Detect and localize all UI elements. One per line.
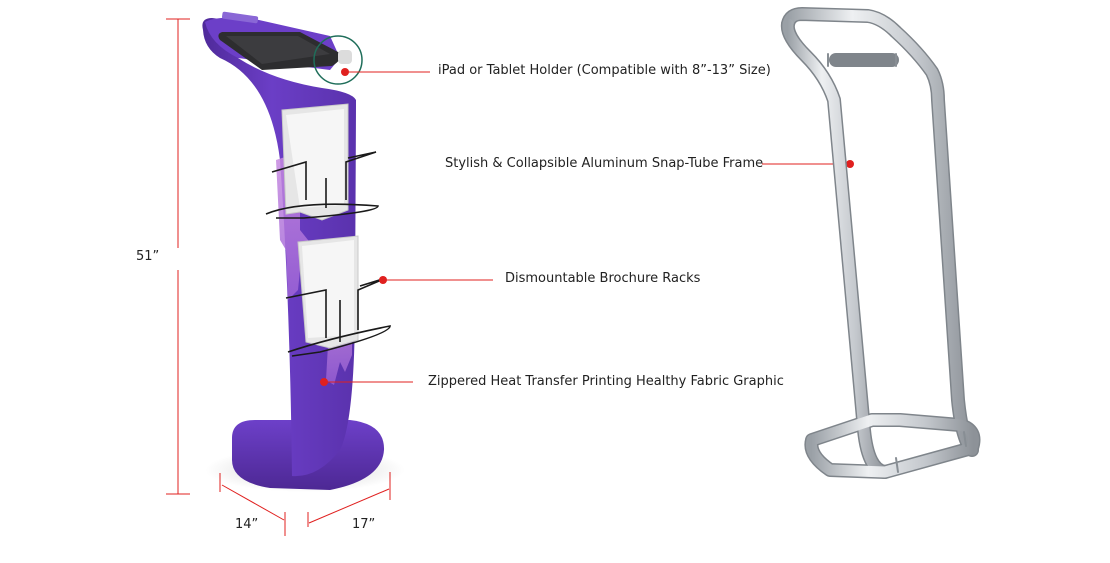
- height-dimension-label: 51”: [136, 249, 160, 264]
- aluminum-frame: [780, 7, 981, 479]
- tablet-holder-callout-dot: [341, 68, 349, 76]
- base-dimensions: [219, 472, 391, 536]
- callout-tablet-holder-label: iPad or Tablet Holder (Compatible with 8…: [438, 63, 771, 78]
- graphic-callout-dot: [320, 378, 328, 386]
- depth-dimension-label: 17”: [352, 517, 376, 532]
- racks-callout-dot: [379, 276, 387, 284]
- callout-lines: [313, 35, 854, 386]
- callout-racks-label: Dismountable Brochure Racks: [505, 271, 701, 286]
- callout-frame-label: Stylish & Collapsible Aluminum Snap-Tube…: [445, 156, 764, 171]
- frame-callout-dot: [846, 160, 854, 168]
- tablet-holder-highlight-circle: [313, 35, 363, 85]
- width-dimension-label: 14”: [235, 517, 259, 532]
- logo-mark: [222, 11, 259, 24]
- callout-graphic-label: Zippered Heat Transfer Printing Healthy …: [428, 374, 784, 389]
- height-dimension: [166, 18, 190, 495]
- tablet-holder: [218, 32, 352, 70]
- brochure-racks: [265, 103, 391, 357]
